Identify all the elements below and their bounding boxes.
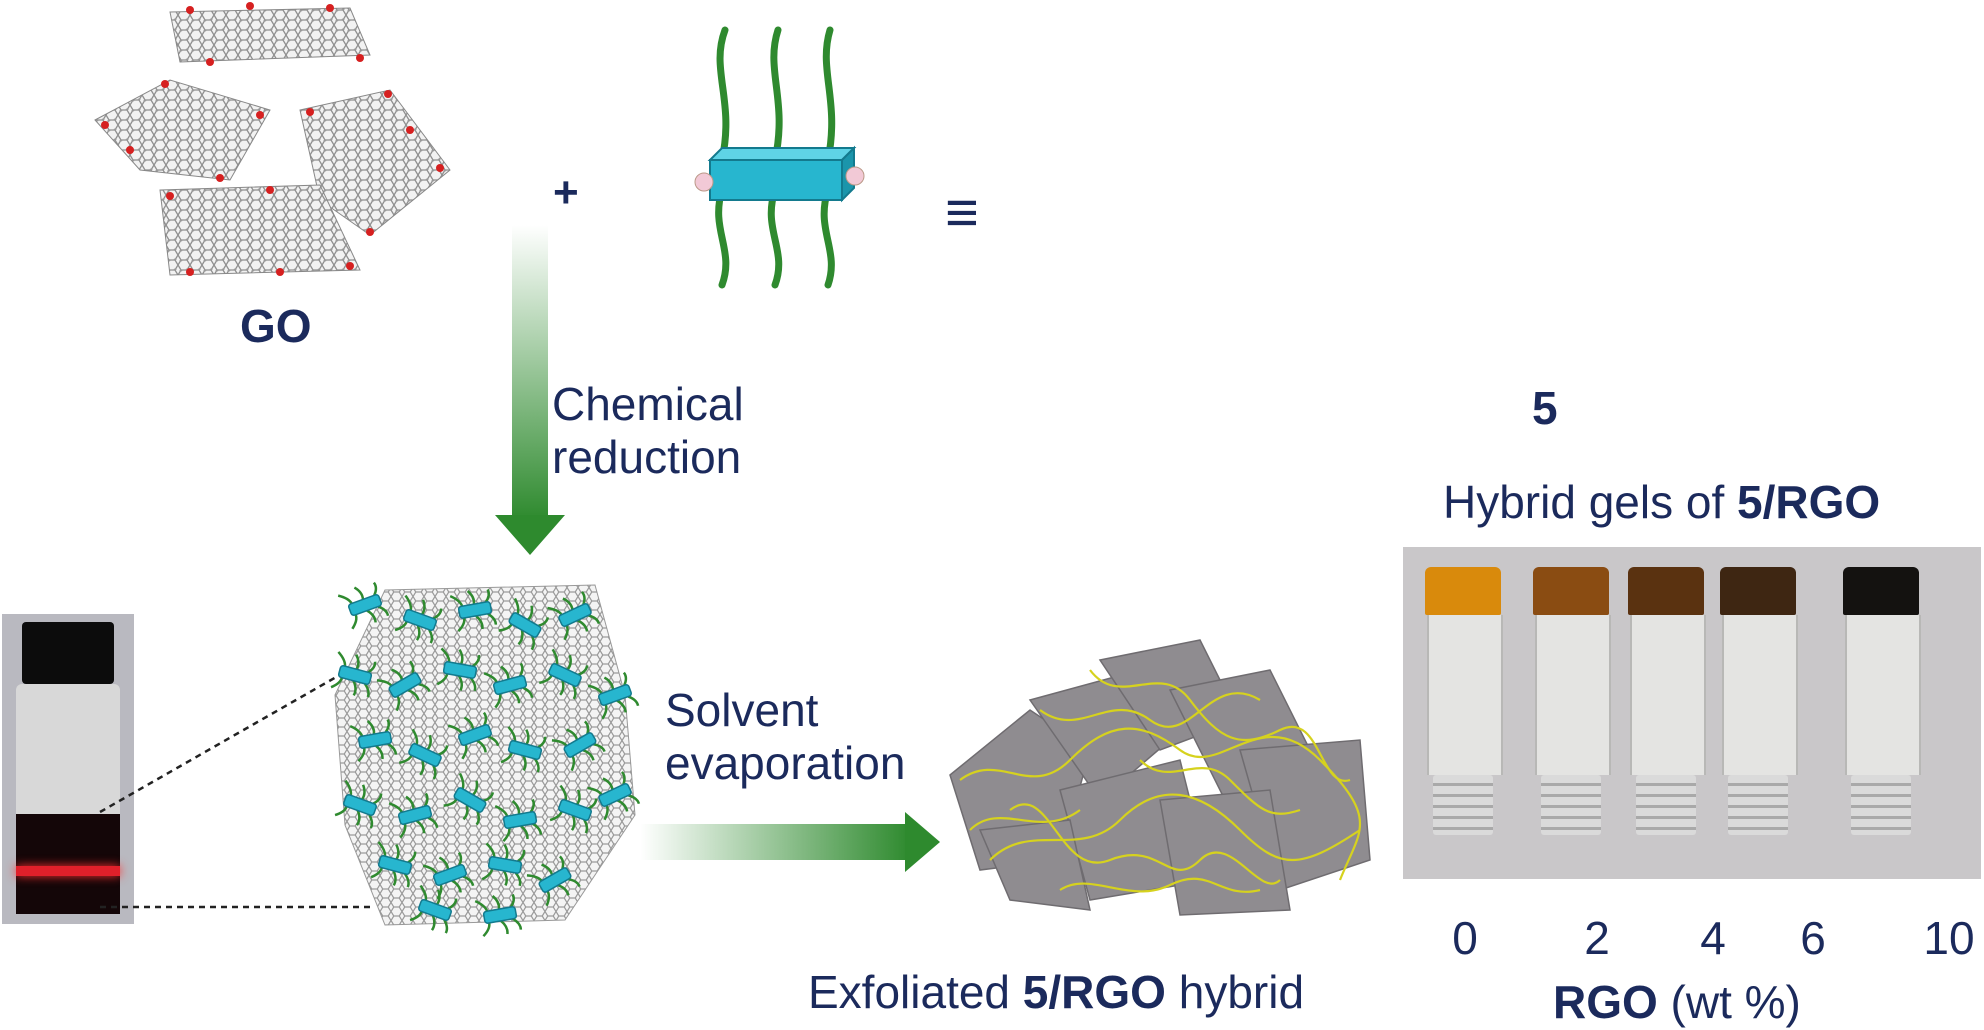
gel-vial-glass	[1845, 615, 1921, 775]
hybrid-gels-bold: 5/RGO	[1737, 476, 1881, 528]
reduction-arrow	[495, 225, 565, 555]
go-sheet-left	[94, 79, 271, 181]
gelator-rod-mark	[409, 884, 458, 934]
gelator-rod-mark	[334, 779, 383, 829]
gel-vial-neck	[1728, 775, 1788, 835]
gelator-rod-mark	[422, 851, 475, 900]
gelator-rod-mark	[449, 588, 498, 633]
go-sheet-top	[169, 7, 371, 63]
vial-photo-left	[2, 614, 134, 924]
gelator-rod-mark	[549, 784, 598, 834]
gelator-rod-mark	[388, 792, 439, 839]
evaporation-arrow	[640, 812, 940, 872]
hybrid-gels-photo	[1403, 547, 1981, 879]
gel-vial	[1425, 567, 1503, 837]
gel-vial-glass	[1535, 615, 1611, 775]
equivalence-sign: ≡	[945, 180, 979, 245]
gelator-rod-mark	[337, 581, 390, 630]
gel-vial-neck	[1541, 775, 1601, 835]
gel-vial	[1720, 567, 1798, 837]
gelator-rod-mark	[483, 662, 534, 709]
gel-vial	[1628, 567, 1706, 837]
chemical-reduction-line1: Chemical	[552, 378, 744, 430]
vial-concentration-label: 10	[1923, 912, 1975, 964]
rgo-axis-bold: RGO	[1553, 976, 1658, 1028]
gelator-molecule-icon	[694, 26, 865, 289]
vial-concentration-label: 2	[1584, 912, 1610, 964]
rgo-axis-unit: (wt %)	[1657, 976, 1801, 1028]
gelator-rod-mark	[587, 771, 641, 821]
fiber-network	[959, 669, 1361, 893]
chemical-reduction-label: Chemical reduction	[552, 378, 744, 484]
solvent-evaporation-line2: evaporation	[665, 736, 906, 789]
go-sheet-bottom	[159, 184, 361, 276]
gelator-rod-mark	[538, 648, 589, 700]
exfoliated-suffix: hybrid	[1165, 966, 1305, 1018]
exfoliated-bold: 5/RGO	[1022, 966, 1166, 1018]
exfoliated-prefix: Exfoliated	[808, 966, 1023, 1018]
gel-vial-glass	[1722, 615, 1798, 775]
vial-concentration-label: 6	[1800, 912, 1826, 964]
gelator-rod-mark	[398, 728, 449, 780]
vial-dispersion	[16, 814, 120, 914]
gelator-rod-mark	[394, 594, 443, 644]
exfoliated-hybrid-label: Exfoliated 5/RGO hybrid	[808, 966, 1304, 1019]
gelator-rod-mark	[500, 726, 547, 773]
gelator-rod-mark	[587, 671, 640, 720]
hybrid-gels-title: Hybrid gels of 5/RGO	[1443, 476, 1880, 529]
compound-5-label: 5	[1532, 382, 1558, 434]
gelator-rod-mark	[447, 711, 500, 760]
gel-vial-glass	[1427, 615, 1503, 775]
rgo-axis-label: RGO (wt %)	[1553, 976, 1801, 1029]
gelator-rod-mark	[443, 772, 495, 826]
gel-vial	[1533, 567, 1611, 837]
laser-beam	[16, 866, 120, 876]
gelator-rod-mark	[370, 841, 417, 888]
gel-vial	[1843, 567, 1921, 837]
vial-concentration-label: 0	[1452, 912, 1478, 964]
gel-vial-gel	[1843, 567, 1919, 615]
chemical-reduction-line2: reduction	[552, 430, 742, 483]
gelator-rod-mark	[551, 720, 606, 772]
gelator-rod-mark	[330, 651, 377, 698]
plus-sign: +	[553, 168, 579, 217]
gel-vial-gel	[1720, 567, 1796, 615]
gelator-rod-mark	[349, 718, 398, 763]
gelator-rod-mark	[481, 842, 526, 887]
gelator-rod-mark	[376, 660, 431, 712]
alkyl-chains	[715, 26, 836, 289]
gel-vial-gel	[1628, 567, 1704, 615]
hybrid-gels-prefix: Hybrid gels of	[1443, 476, 1738, 528]
gel-vial-neck	[1433, 775, 1493, 835]
vial-cap	[22, 622, 114, 684]
vial-concentration-label: 4	[1700, 912, 1726, 964]
oxygen-groups	[101, 2, 444, 276]
gel-vial-gel	[1533, 567, 1609, 615]
gel-vial-gel	[1425, 567, 1501, 615]
gel-vial-neck	[1851, 775, 1911, 835]
gelator-rod-mark	[498, 597, 550, 651]
gelator-rod-mark	[436, 647, 481, 692]
go-label: GO	[240, 300, 312, 352]
dispersed-sheets-cluster	[330, 581, 641, 938]
go-sheets-illustration	[94, 2, 451, 276]
exfoliated-hybrid-film	[949, 639, 1371, 916]
gel-vial-glass	[1630, 615, 1706, 775]
gel-vial-neck	[1636, 775, 1696, 835]
core-rod	[709, 159, 843, 201]
solvent-evaporation-line1: Solvent	[665, 684, 819, 736]
solvent-evaporation-label: Solvent evaporation	[665, 684, 905, 790]
gelator-rod-mark	[474, 893, 523, 938]
gelator-rod-mark	[494, 798, 543, 843]
gelator-rod-mark	[526, 855, 581, 907]
gelator-rod-mark	[547, 591, 601, 641]
